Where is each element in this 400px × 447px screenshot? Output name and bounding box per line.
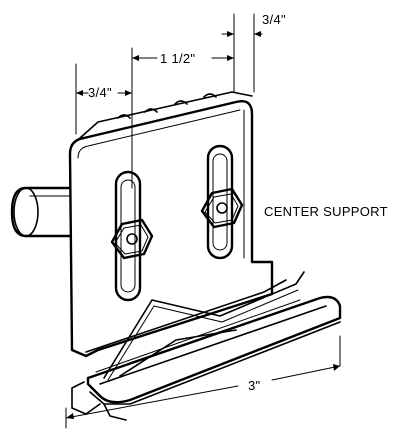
bottom-channel (71, 279, 342, 421)
spring-wire (103, 271, 305, 381)
plate-top-ridges (79, 91, 253, 139)
dimension-bottom: 3" (65, 335, 341, 429)
dimension-top-left: 3/4" (75, 47, 133, 189)
hex-nut-left-icon (110, 218, 154, 260)
part-label: CENTER SUPPORT (264, 204, 388, 219)
dimension-label-top-left: 3/4" (88, 85, 112, 100)
dimension-label-top-middle: 1 1/2" (160, 51, 195, 66)
back-plate (68, 100, 274, 358)
dimension-top-middle: 1 1/2" (131, 51, 235, 66)
right-slot (206, 144, 234, 260)
dimension-top-right: 3/4" (221, 12, 286, 93)
hex-nut-right-icon (200, 187, 244, 229)
dimension-label-bottom: 3" (248, 378, 261, 393)
mounting-rod (10, 186, 72, 238)
dimension-label-top-right: 3/4" (262, 12, 286, 27)
